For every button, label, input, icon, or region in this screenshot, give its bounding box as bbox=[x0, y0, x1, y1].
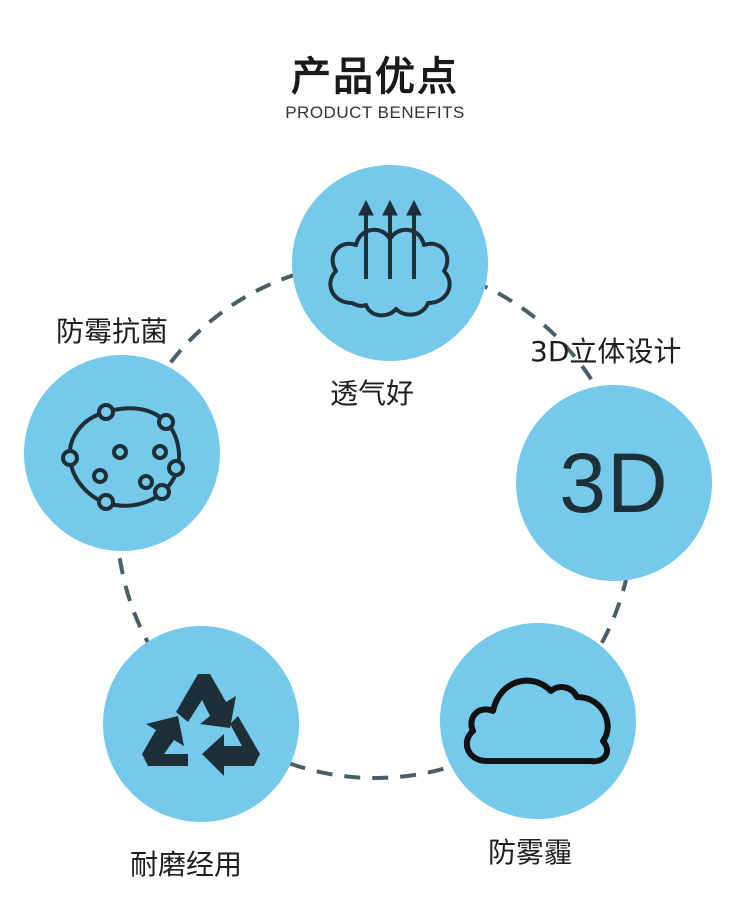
benefit-breathable-circle bbox=[292, 165, 488, 361]
page-subtitle: PRODUCT BENEFITS bbox=[285, 103, 465, 122]
cloud-icon bbox=[463, 677, 611, 765]
recycle-icon bbox=[142, 674, 260, 776]
benefit-3d-label: 3D立体设计 bbox=[530, 335, 682, 368]
benefit-anti-smog-label: 防雾霾 bbox=[488, 836, 573, 869]
3d-text-icon: 3D bbox=[559, 435, 669, 530]
benefit-antibacterial-label: 防霉抗菌 bbox=[56, 315, 169, 348]
benefit-antibacterial-circle bbox=[24, 355, 220, 551]
benefit-anti-smog-circle bbox=[440, 623, 636, 819]
bacteria-icon bbox=[61, 403, 185, 511]
benefit-3d-circle: 3D bbox=[516, 385, 712, 581]
cloud-arrows-icon bbox=[328, 199, 452, 318]
benefit-durable-label: 耐磨经用 bbox=[130, 848, 243, 881]
benefit-durable-circle bbox=[103, 626, 299, 822]
page-title: 产品优点 bbox=[291, 54, 459, 100]
benefit-breathable-label: 透气好 bbox=[330, 377, 415, 410]
